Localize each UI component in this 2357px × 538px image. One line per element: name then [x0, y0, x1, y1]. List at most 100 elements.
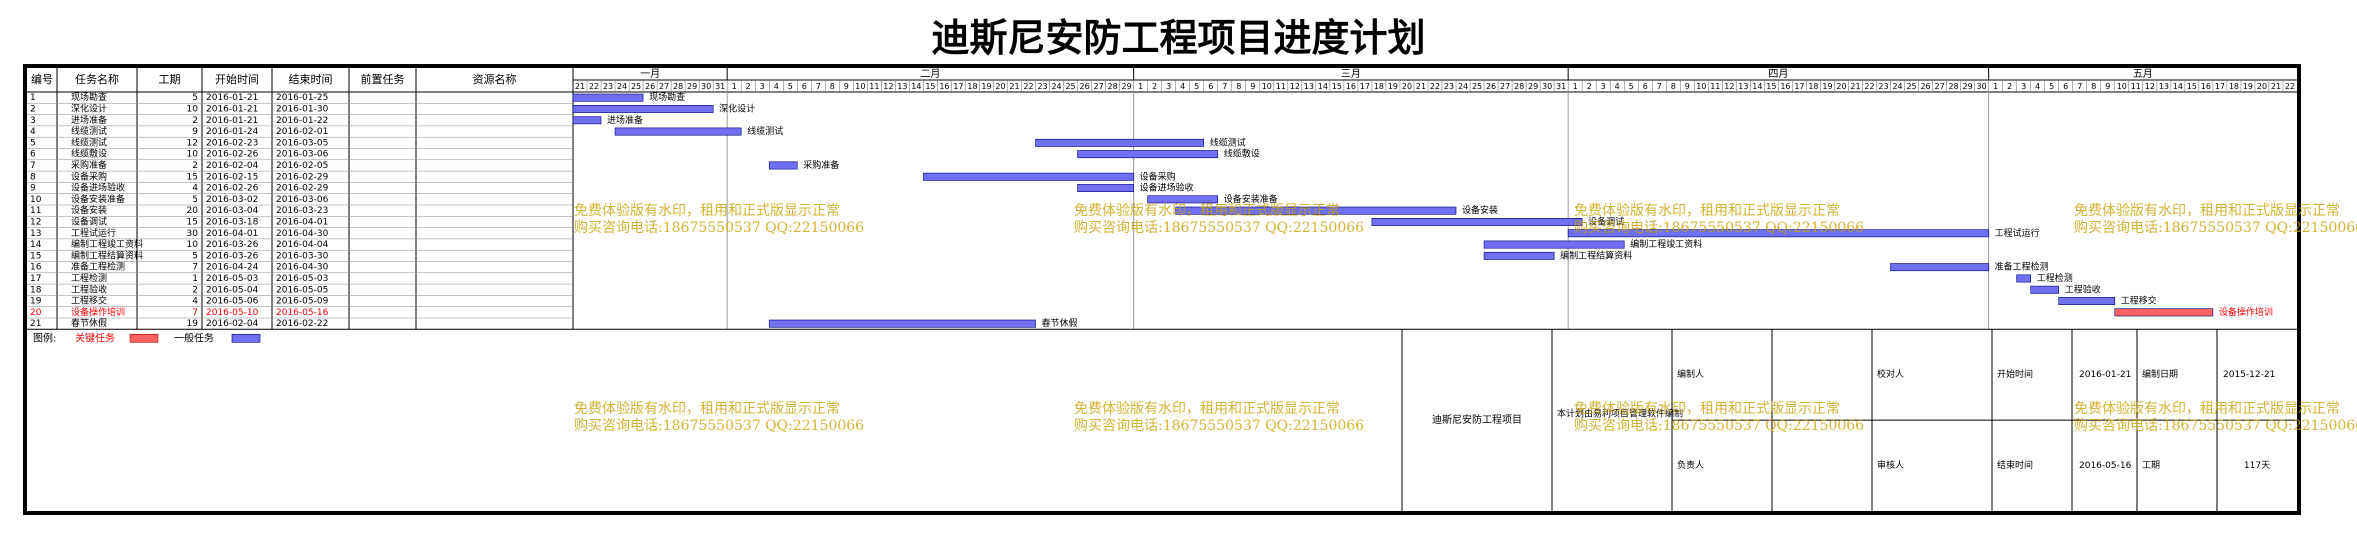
day-tick-label: 25	[631, 82, 641, 91]
day-tick-label: 1	[1573, 82, 1578, 91]
day-tick-label: 3	[1601, 82, 1606, 91]
task-end: 2016-02-05	[276, 161, 328, 171]
task-duration: 1	[192, 274, 198, 284]
task-duration: 4	[192, 297, 198, 307]
task-duration: 5	[192, 195, 198, 205]
footer-project-name: 迪斯尼安防工程项目	[1432, 413, 1522, 426]
day-tick-label: 18	[967, 82, 977, 91]
task-name: 工程移交	[71, 295, 107, 307]
task-end: 2016-05-03	[276, 274, 328, 284]
day-tick-label: 20	[2257, 82, 2267, 91]
task-duration: 15	[187, 172, 198, 182]
day-tick-label: 21	[1416, 82, 1426, 91]
day-tick-label: 15	[925, 82, 935, 91]
day-tick-label: 29	[1528, 82, 1538, 91]
day-tick-label: 9	[844, 82, 849, 91]
task-start: 2016-05-10	[206, 308, 259, 318]
task-name: 深化设计	[71, 102, 107, 114]
task-id: 5	[30, 138, 36, 148]
day-tick-label: 8	[1671, 82, 1676, 91]
day-tick-label: 21	[1009, 82, 1019, 91]
day-tick-label: 7	[1222, 82, 1227, 91]
task-id: 8	[30, 172, 36, 182]
task-start: 2016-03-04	[206, 206, 259, 216]
day-tick-label: 14	[911, 82, 921, 91]
task-id: 19	[30, 297, 42, 307]
day-tick-label: 25	[1906, 82, 1916, 91]
gantt-bar-label: 线缆敷设	[1224, 148, 1260, 160]
task-name: 准备工程检测	[71, 261, 125, 273]
day-tick-label: 10	[2117, 82, 2127, 91]
day-tick-label: 11	[869, 82, 879, 91]
day-tick-label: 26	[645, 82, 655, 91]
gantt-bar-label: 设备进场验收	[1140, 182, 1194, 194]
footer-end-label: 结束时间	[1997, 459, 2033, 471]
task-start: 2016-03-02	[206, 195, 258, 205]
task-id: 20	[30, 308, 42, 318]
task-start: 2016-02-04	[206, 319, 259, 329]
day-tick-label: 11	[1710, 82, 1720, 91]
task-name: 设备采购	[71, 170, 107, 182]
day-tick-label: 11	[2131, 82, 2141, 91]
gantt-bar-label: 线缆测试	[1210, 136, 1246, 148]
legend-label: 图例:	[33, 331, 56, 344]
task-duration: 7	[192, 263, 198, 273]
task-end: 2016-03-23	[276, 206, 328, 216]
task-duration: 10	[187, 104, 199, 114]
day-tick-label: 21	[575, 82, 585, 91]
day-tick-label: 3	[1166, 82, 1171, 91]
task-end: 2016-03-05	[276, 138, 328, 148]
day-tick-label: 2	[746, 82, 751, 91]
day-tick-label: 19	[1388, 82, 1398, 91]
gantt-bar	[572, 116, 602, 125]
task-name: 春节休假	[71, 317, 107, 329]
day-tick-label: 6	[802, 82, 807, 91]
day-tick-label: 23	[1037, 82, 1047, 91]
gantt-bar	[2030, 285, 2060, 294]
task-id: 21	[30, 319, 41, 329]
day-tick-label: 27	[659, 82, 669, 91]
task-name: 设备安装	[71, 204, 107, 216]
day-tick-label: 19	[2243, 82, 2253, 91]
gantt-bar-label: 现场勘查	[649, 91, 685, 103]
gantt-bar	[2058, 297, 2116, 305]
task-id: 11	[30, 206, 41, 216]
task-id: 14	[30, 240, 42, 250]
day-tick-label: 16	[1346, 82, 1356, 91]
task-end: 2016-04-30	[276, 263, 329, 273]
day-tick-label: 25	[1472, 82, 1482, 91]
column-header: 结束时间	[289, 73, 333, 86]
day-tick-label: 3	[760, 82, 765, 91]
task-duration: 2	[192, 161, 198, 171]
day-tick-label: 6	[1643, 82, 1648, 91]
task-start: 2016-01-24	[206, 127, 259, 137]
footer-edit-date-label: 编制日期	[2142, 368, 2178, 380]
day-tick-label: 28	[673, 82, 683, 91]
task-start: 2016-03-26	[206, 240, 259, 250]
day-tick-label: 16	[1780, 82, 1790, 91]
day-tick-label: 19	[1822, 82, 1832, 91]
task-name: 编制工程结算资料	[71, 249, 143, 261]
gantt-bar	[1567, 229, 1989, 238]
gantt-bar-label: 工程移交	[2121, 295, 2157, 307]
task-end: 2016-03-06	[276, 195, 329, 205]
day-tick-label: 18	[1374, 82, 1384, 91]
gantt-bar	[572, 104, 714, 113]
task-id: 1	[30, 93, 36, 103]
day-tick-label: 23	[603, 82, 613, 91]
gantt-bar-label: 工程试运行	[1995, 227, 2040, 239]
task-start: 2016-03-18	[206, 217, 259, 227]
month-label: 三月	[1341, 68, 1361, 80]
task-start: 2016-03-26	[206, 251, 259, 261]
task-name: 线缆敷设	[71, 148, 107, 160]
day-tick-label: 29	[687, 82, 697, 91]
page-title: 迪斯尼安防工程项目进度计划	[931, 15, 1426, 60]
task-name: 设备调试	[71, 215, 107, 227]
day-tick-label: 5	[1629, 82, 1634, 91]
gantt-bar	[1077, 150, 1219, 159]
day-tick-label: 17	[953, 82, 963, 91]
day-tick-label: 15	[1766, 82, 1776, 91]
day-tick-label: 2	[1152, 82, 1157, 91]
task-id: 4	[30, 127, 36, 137]
column-header: 任务名称	[75, 72, 119, 86]
